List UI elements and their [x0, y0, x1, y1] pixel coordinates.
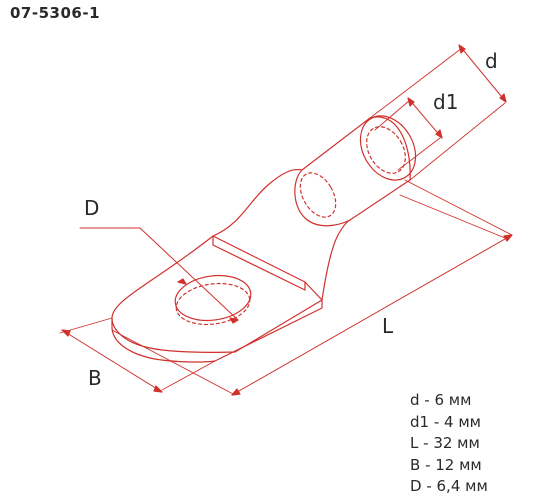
dimension-D-leader [79, 227, 239, 321]
extension-lines [59, 47, 513, 396]
label-d1: d1 [433, 90, 458, 114]
lug-blade-edge [111, 317, 216, 363]
barrel-outer-opening [359, 115, 417, 181]
label-d: d [485, 49, 498, 73]
product-code: 07-5306-1 [10, 4, 101, 22]
spec-value: 4 мм [444, 412, 481, 431]
barrel-inner-opening [366, 126, 406, 174]
spec-value: 32 мм [433, 434, 480, 452]
lug-neck [212, 168, 303, 237]
dimension-d1-line [407, 97, 443, 139]
label-B: B [88, 366, 102, 390]
lug-blade-top [111, 235, 323, 353]
lug-blade-front [214, 299, 323, 362]
spec-row-B: B - 12 мм [410, 455, 482, 474]
label-D: D [84, 196, 99, 220]
spec-value: 6 мм [434, 391, 472, 409]
mounting-hole [174, 274, 252, 322]
spec-label: L [410, 434, 419, 452]
spec-row-d1: d1 - 4 мм [410, 412, 481, 431]
barrel-top-edge [301, 117, 371, 171]
barrel-inner-rear [299, 172, 337, 218]
spec-label: D [410, 477, 422, 495]
spec-value: 12 мм [435, 455, 482, 474]
spec-value: 6,4 мм [436, 477, 488, 495]
dimension-d-line [458, 44, 507, 103]
spec-label: d [410, 391, 420, 409]
spec-row-L: L - 32 мм [410, 434, 480, 452]
spec-row-d: d - 6 мм [410, 391, 472, 409]
spec-label: B [410, 455, 421, 474]
barrel-bottom-edge [349, 179, 411, 221]
spec-row-D: D - 6,4 мм [410, 477, 488, 495]
dimension-L-line [231, 234, 513, 396]
barrel-body [294, 169, 351, 227]
dimension-B-line [61, 329, 163, 393]
spec-list: d - 6 мм d1 - 4 мм L - 32 мм B - 12 мм D… [410, 390, 488, 498]
spec-label: d1 [410, 412, 430, 431]
lug-neck-lower [321, 219, 351, 301]
mounting-hole-inner [175, 282, 251, 326]
label-L: L [382, 314, 394, 338]
